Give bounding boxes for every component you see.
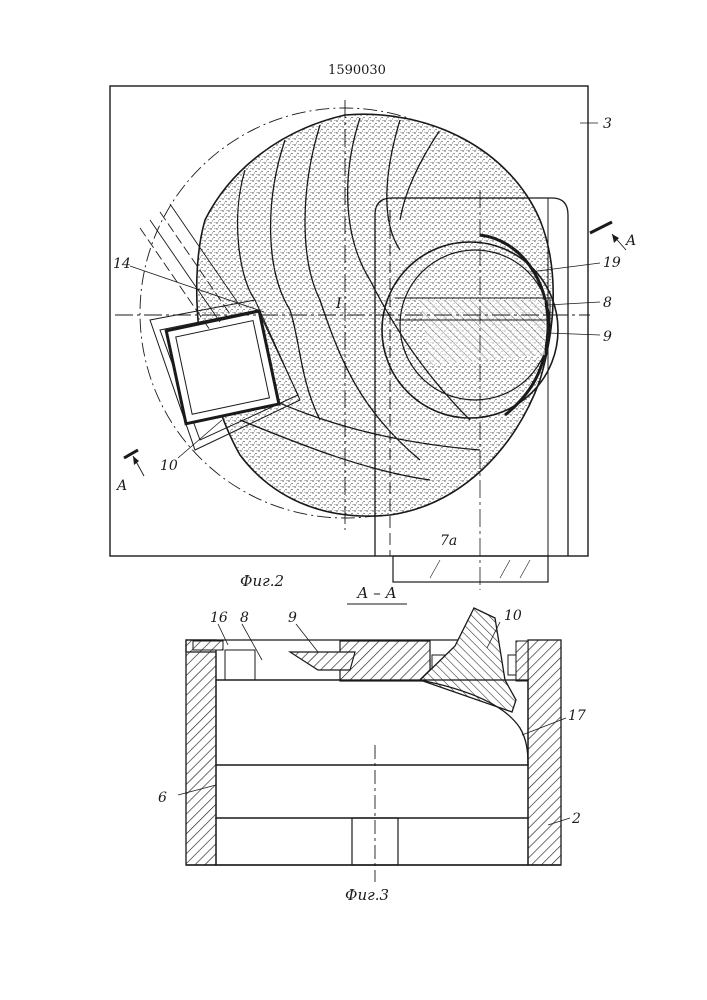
section-marker-right [590,222,612,233]
label-9-fig3: 9 [288,610,297,626]
base-block [216,818,528,865]
label-10: 10 [160,458,178,474]
label-16: 16 [210,610,228,626]
left-wall [186,640,216,865]
label-8: 8 [603,295,612,311]
hatched-region [420,300,545,365]
label-A-left: A [115,478,127,494]
fig3: А – А [158,584,586,904]
patent-number: 1590030 [328,63,386,78]
knife-10 [420,608,516,712]
label-8-fig3: 8 [240,610,249,626]
fig2-caption: Фиг.2 [240,572,284,590]
label-A-right: A [624,233,636,249]
right-wall-2 [528,640,561,865]
label-17: 17 [568,708,586,724]
section-title: А – А [356,584,397,602]
label-I: I [335,296,342,312]
top-block [340,641,430,681]
lamella-9 [290,652,355,670]
label-6: 6 [158,790,167,806]
label-14: 14 [113,256,131,272]
label-10-fig3: 10 [504,608,522,624]
label-19: 19 [603,255,621,271]
plate-16 [193,641,223,650]
label-3: 3 [603,116,612,132]
fig3-caption: Фиг.3 [345,886,389,904]
part-6 [216,765,528,818]
section-marker-left [124,450,138,458]
label-2: 2 [571,811,581,827]
label-7a: 7а [440,533,457,549]
fig2: 3 14 19 8 9 10 7а I A A Фиг.2 [110,86,636,590]
label-9: 9 [603,329,612,345]
